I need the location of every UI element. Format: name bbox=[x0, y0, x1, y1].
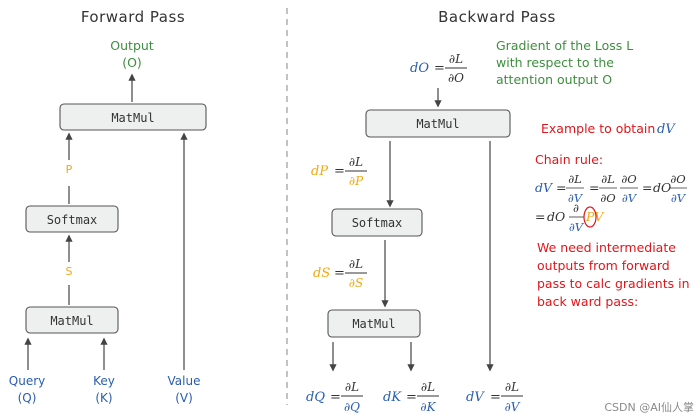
svg-text:∂Q: ∂Q bbox=[344, 400, 360, 414]
key-sub: (K) bbox=[95, 391, 112, 405]
dV-formula: dV = ∂L ∂V bbox=[466, 380, 523, 414]
svg-text:=: = bbox=[334, 164, 345, 179]
svg-text:dO: dO bbox=[410, 61, 429, 76]
svg-text:outputs from forward: outputs from forward bbox=[537, 258, 670, 273]
svg-text:∂P: ∂P bbox=[349, 174, 364, 188]
query-label: Query bbox=[9, 374, 45, 388]
backward-title: Backward Pass bbox=[438, 8, 556, 26]
svg-text:∂O: ∂O bbox=[448, 71, 464, 85]
svg-text:with respect to the: with respect to the bbox=[496, 55, 614, 70]
svg-text:∂O: ∂O bbox=[621, 172, 637, 186]
svg-text:=: = bbox=[642, 180, 652, 195]
intermediate-note: We need intermediate outputs from forwar… bbox=[537, 240, 690, 309]
svg-text:dS: dS bbox=[313, 266, 330, 281]
svg-text:back ward pass:: back ward pass: bbox=[537, 294, 638, 309]
svg-text:=: = bbox=[589, 180, 599, 195]
svg-text:dQ: dQ bbox=[306, 390, 325, 405]
query-sub: (Q) bbox=[18, 391, 37, 405]
key-label: Key bbox=[93, 374, 115, 388]
pv-term: PV bbox=[585, 209, 605, 224]
svg-text:∂O: ∂O bbox=[600, 191, 616, 205]
svg-text:∂L: ∂L bbox=[421, 380, 435, 394]
dQ-formula: dQ = ∂L ∂Q bbox=[306, 380, 363, 414]
svg-text:∂L: ∂L bbox=[349, 257, 363, 271]
example-title: Example to obtain dV bbox=[541, 121, 676, 137]
value-label: Value bbox=[168, 374, 201, 388]
output-sub: (O) bbox=[122, 55, 142, 70]
svg-text:dO: dO bbox=[653, 180, 671, 195]
fwd-softmax-label: Softmax bbox=[47, 213, 98, 227]
watermark: CSDN @AI仙人掌 bbox=[604, 400, 694, 414]
s-label: S bbox=[66, 265, 73, 278]
gradient-note: Gradient of the Loss L with respect to t… bbox=[496, 38, 633, 87]
svg-text:∂L: ∂L bbox=[345, 380, 359, 394]
svg-text:=: = bbox=[556, 180, 566, 195]
svg-text:dO: dO bbox=[547, 209, 565, 224]
svg-text:∂L: ∂L bbox=[601, 172, 615, 186]
output-label: Output bbox=[110, 38, 154, 53]
svg-text:∂V: ∂V bbox=[671, 191, 687, 205]
dK-formula: dK = ∂L ∂K bbox=[383, 380, 439, 414]
svg-text:∂: ∂ bbox=[573, 201, 579, 215]
bwd-matmul-bottom-label: MatMul bbox=[352, 317, 395, 331]
bwd-softmax-box: Softmax bbox=[331, 208, 423, 237]
svg-text:∂V: ∂V bbox=[622, 191, 638, 205]
fwd-matmul-top-box: MatMul bbox=[59, 103, 207, 131]
chain-rule-label: Chain rule: bbox=[535, 152, 603, 167]
svg-text:dP: dP bbox=[311, 164, 328, 179]
fwd-softmax-box: Softmax bbox=[25, 205, 119, 233]
svg-text:=: = bbox=[535, 209, 545, 224]
bwd-matmul-top-box: MatMul bbox=[365, 109, 511, 138]
dP-formula: dP = ∂L ∂P bbox=[311, 155, 367, 188]
svg-text:=: = bbox=[434, 61, 445, 76]
forward-title: Forward Pass bbox=[81, 8, 185, 26]
svg-text:∂L: ∂L bbox=[505, 380, 519, 394]
svg-text:pass to calc gradients in: pass to calc gradients in bbox=[537, 276, 690, 291]
svg-text:=: = bbox=[330, 390, 341, 405]
svg-text:∂O: ∂O bbox=[670, 172, 686, 186]
fwd-matmul-bottom-box: MatMul bbox=[25, 306, 119, 334]
chain-rule-line2: = dO ∂ ∂V PV bbox=[535, 201, 605, 234]
svg-text:Gradient of the Loss L: Gradient of the Loss L bbox=[496, 38, 633, 53]
bwd-softmax-label: Softmax bbox=[352, 216, 403, 230]
svg-text:∂S: ∂S bbox=[349, 276, 363, 290]
p-label: P bbox=[66, 163, 73, 176]
svg-text:∂V: ∂V bbox=[568, 191, 584, 205]
svg-text:We need intermediate: We need intermediate bbox=[537, 240, 676, 255]
svg-text:∂L: ∂L bbox=[449, 52, 463, 66]
bwd-matmul-bottom-box: MatMul bbox=[327, 309, 421, 338]
svg-text:∂K: ∂K bbox=[420, 400, 436, 414]
bwd-matmul-top-label: MatMul bbox=[416, 117, 459, 131]
svg-text:∂V: ∂V bbox=[505, 400, 521, 414]
svg-text:∂V: ∂V bbox=[569, 220, 585, 234]
svg-text:=: = bbox=[490, 390, 501, 405]
dO-formula: dO = ∂L ∂O bbox=[410, 52, 467, 85]
svg-text:dV: dV bbox=[535, 180, 554, 195]
svg-text:dK: dK bbox=[383, 390, 402, 405]
fwd-matmul-bottom-label: MatMul bbox=[50, 314, 93, 328]
svg-text:dV: dV bbox=[466, 390, 485, 405]
svg-text:=: = bbox=[406, 390, 417, 405]
pv-highlight-circle bbox=[583, 206, 597, 228]
svg-text:∂L: ∂L bbox=[349, 155, 363, 169]
chain-rule-line1: dV = ∂L ∂V = ∂L ∂O ∂O ∂V = dO ∂O ∂V bbox=[535, 172, 687, 205]
svg-text:attention output O: attention output O bbox=[496, 72, 612, 87]
svg-text:=: = bbox=[334, 266, 345, 281]
svg-text:Example to obtain: Example to obtain bbox=[541, 121, 655, 136]
svg-text:dV: dV bbox=[657, 122, 676, 137]
value-sub: (V) bbox=[175, 391, 193, 405]
fwd-matmul-top-label: MatMul bbox=[111, 111, 154, 125]
svg-text:∂L: ∂L bbox=[568, 172, 582, 186]
dS-formula: dS = ∂L ∂S bbox=[313, 257, 367, 290]
